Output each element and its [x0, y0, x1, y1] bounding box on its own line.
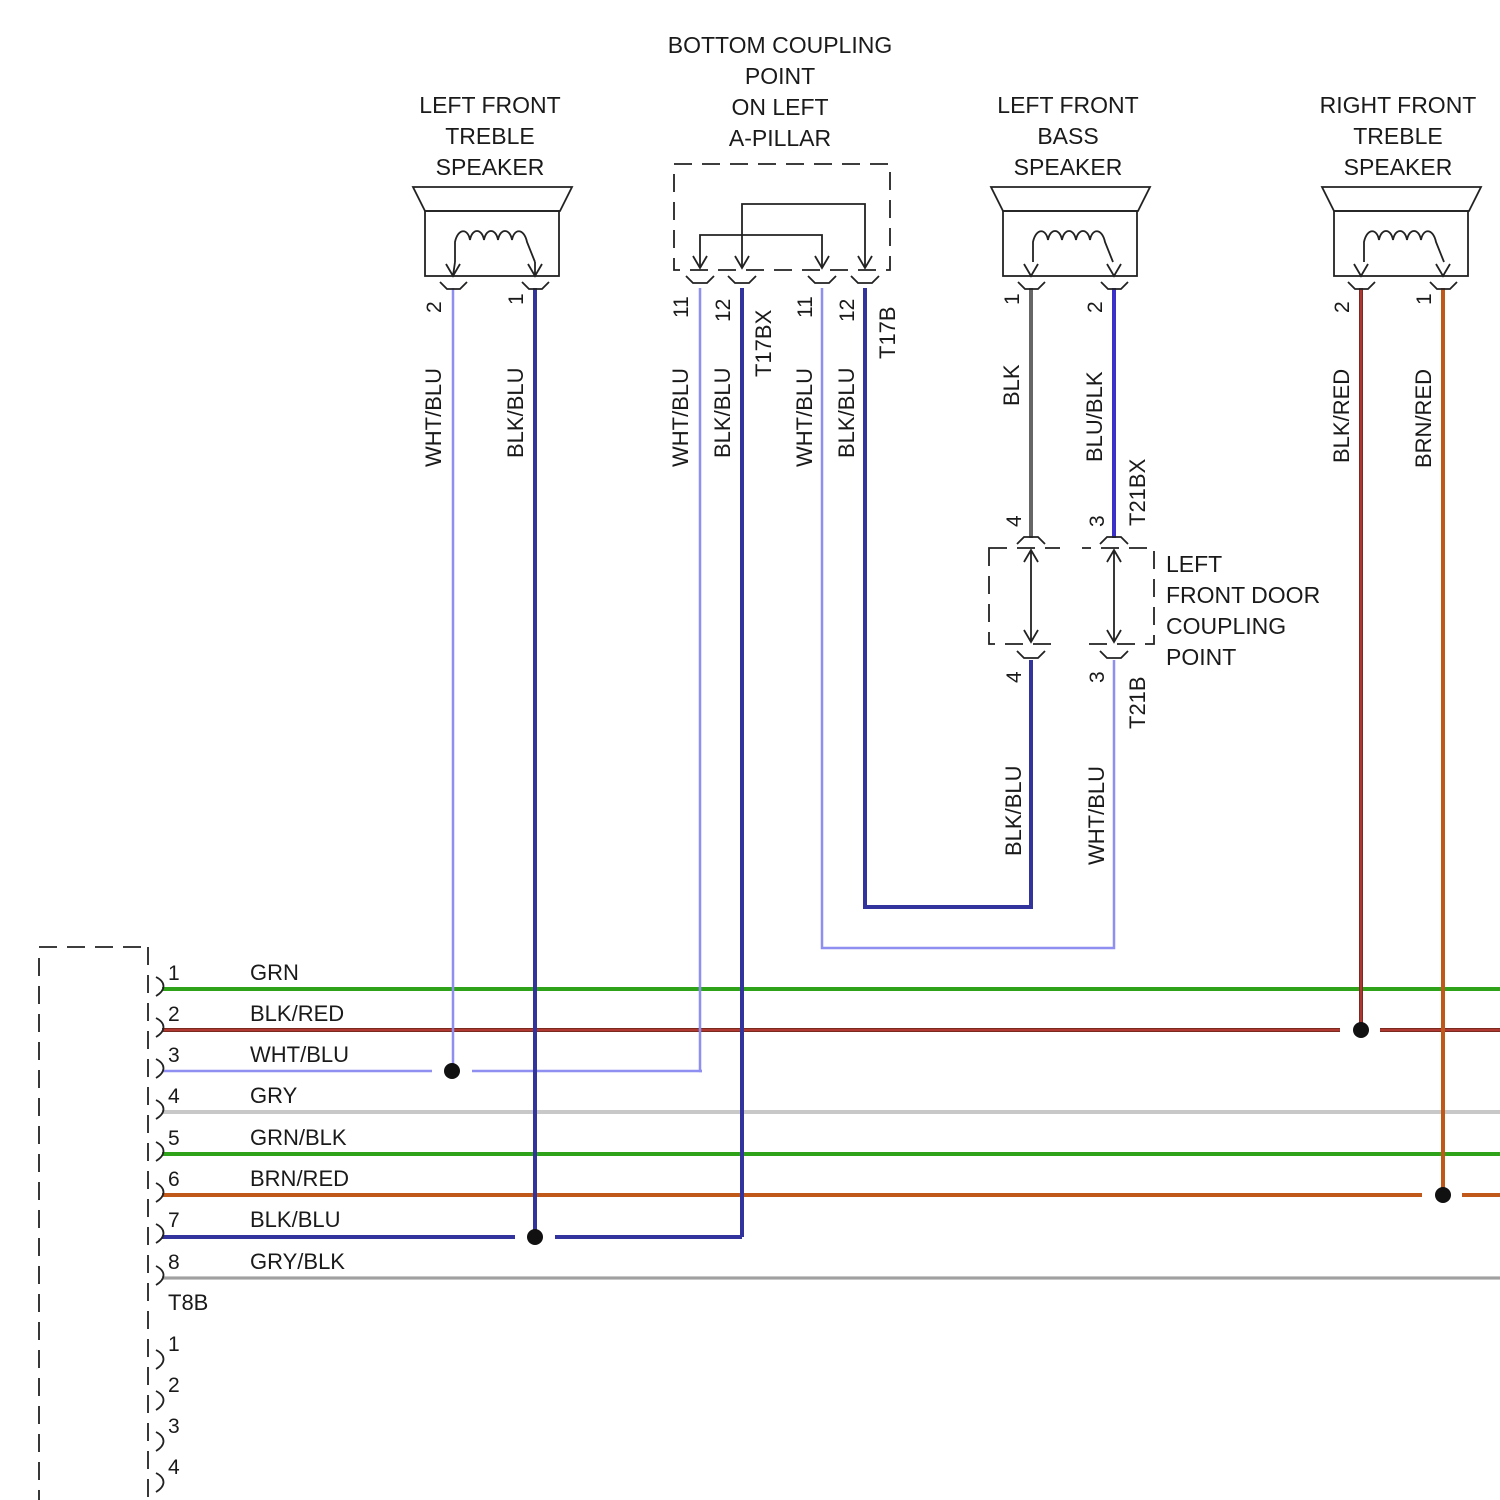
- wire-label: BLK/BLU: [834, 368, 859, 459]
- title-lf-treble: LEFT FRONT TREBLE SPEAKER: [419, 92, 560, 180]
- title-line: A-PILLAR: [729, 125, 831, 151]
- wire-label: BLK/BLU: [503, 368, 528, 459]
- t8b-pin-number: 7: [168, 1209, 180, 1232]
- wire-label: BLK/RED: [1329, 369, 1354, 463]
- connector-label-t21b: T21B: [1125, 676, 1150, 729]
- vertical-wires: [453, 288, 1443, 1237]
- apillar-coupling-box: [674, 164, 890, 283]
- pin-label: 11: [670, 296, 693, 318]
- title-rf-treble: RIGHT FRONT TREBLE SPEAKER: [1320, 92, 1477, 180]
- t8b-pin-number: 5: [168, 1127, 180, 1150]
- splice-dot-blk-blu: [527, 1229, 543, 1245]
- title-door-coupling: LEFT FRONT DOOR COUPLING POINT: [1166, 551, 1320, 670]
- title-line: SPEAKER: [1344, 154, 1453, 180]
- connector-label-t21bx: T21BX: [1125, 458, 1150, 526]
- t8b-pin-number: 2: [168, 1003, 180, 1026]
- pin-label: 2: [423, 301, 446, 313]
- wire-label: WHT/BLU: [668, 368, 693, 467]
- pin-label: 2: [1084, 301, 1107, 313]
- t8b-wire-color: WHT/BLU: [250, 1042, 349, 1067]
- pin-label: 12: [712, 299, 735, 322]
- splice-dot-wht-blu: [444, 1063, 460, 1079]
- splice-dots: [444, 1022, 1451, 1245]
- t8b-lower-pin-number: 1: [168, 1333, 180, 1356]
- pin-label: 11: [794, 296, 817, 318]
- splice-dot-blk-red: [1353, 1022, 1369, 1038]
- connector-label-t17bx: T17BX: [751, 309, 776, 377]
- t8b-pin-number: 6: [168, 1168, 180, 1191]
- speaker-rf-treble: [1322, 187, 1481, 289]
- title-lf-bass: LEFT FRONT BASS SPEAKER: [997, 92, 1138, 180]
- pin-label: 2: [1331, 301, 1354, 313]
- t8b-pin-number: 3: [168, 1044, 180, 1067]
- wire-label: BLK/BLU: [1001, 766, 1026, 857]
- wire-apillar-wht-blu-a: [700, 288, 702, 1071]
- title-line: SPEAKER: [436, 154, 545, 180]
- pin-label: 12: [836, 299, 859, 322]
- t8b-wire-color: BRN/RED: [250, 1166, 349, 1191]
- t8b-wire-color: GRY: [250, 1083, 298, 1108]
- splice-gaps: [432, 1024, 1462, 1243]
- t8b-lower-pin-number: 3: [168, 1415, 180, 1438]
- title-line: SPEAKER: [1014, 154, 1123, 180]
- title-line: LEFT FRONT: [419, 92, 560, 118]
- title-line: ON LEFT: [731, 94, 828, 120]
- wire-label: BLU/BLK: [1082, 371, 1107, 462]
- title-line: COUPLING: [1166, 613, 1286, 639]
- title-line: POINT: [745, 63, 815, 89]
- pin-label: 3: [1086, 671, 1109, 683]
- t8b-connector-outline: [39, 947, 164, 1500]
- title-line: BOTTOM COUPLING: [668, 32, 893, 58]
- t8b-wire-color: BLK/RED: [250, 1001, 344, 1026]
- harness-wires: [162, 989, 1500, 1278]
- t8b-pin-number: 1: [168, 962, 180, 985]
- t8b-pin-number: 8: [168, 1251, 180, 1274]
- wire-label: BLK: [999, 364, 1024, 406]
- wire-label: WHT/BLU: [421, 368, 446, 467]
- door-coupling-box: [989, 537, 1154, 658]
- speaker-lf-treble: [413, 187, 572, 289]
- wire-label: WHT/BLU: [1084, 766, 1109, 865]
- title-line: LEFT: [1166, 551, 1222, 577]
- t8b-lower-pin-number: 2: [168, 1374, 180, 1397]
- pin-label: 1: [505, 293, 528, 305]
- pin-label: 4: [1003, 515, 1026, 527]
- t8b-wire-color: GRY/BLK: [250, 1249, 345, 1274]
- t8b-pin-labels: 1 GRN 2 BLK/RED 3 WHT/BLU 4 GRY 5 GRN/BL…: [168, 960, 349, 1479]
- t8b-pin-number: 4: [168, 1085, 180, 1108]
- title-line: TREBLE: [1353, 123, 1442, 149]
- splice-dot-brn-red: [1435, 1187, 1451, 1203]
- pin-label: 1: [1001, 293, 1024, 305]
- wire-label: BLK/BLU: [710, 368, 735, 459]
- wire-label: WHT/BLU: [792, 368, 817, 467]
- title-apillar: BOTTOM COUPLING POINT ON LEFT A-PILLAR: [668, 32, 893, 151]
- title-line: TREBLE: [445, 123, 534, 149]
- pin-label: 3: [1086, 515, 1109, 527]
- title-line: POINT: [1166, 644, 1236, 670]
- title-line: FRONT DOOR: [1166, 582, 1320, 608]
- t8b-wire-color: BLK/BLU: [250, 1207, 341, 1232]
- title-line: RIGHT FRONT: [1320, 92, 1477, 118]
- t8b-connector-label: T8B: [168, 1290, 208, 1315]
- title-line: BASS: [1037, 123, 1098, 149]
- title-line: LEFT FRONT: [997, 92, 1138, 118]
- connector-label-t17b: T17B: [875, 306, 900, 359]
- t8b-wire-color: GRN/BLK: [250, 1125, 347, 1150]
- pin-label: 1: [1413, 293, 1436, 305]
- wire-label: BRN/RED: [1411, 369, 1436, 468]
- t8b-lower-pin-number: 4: [168, 1456, 180, 1479]
- t8b-wire-color: GRN: [250, 960, 299, 985]
- pin-label: 4: [1003, 671, 1026, 683]
- speaker-lf-bass: [991, 187, 1150, 289]
